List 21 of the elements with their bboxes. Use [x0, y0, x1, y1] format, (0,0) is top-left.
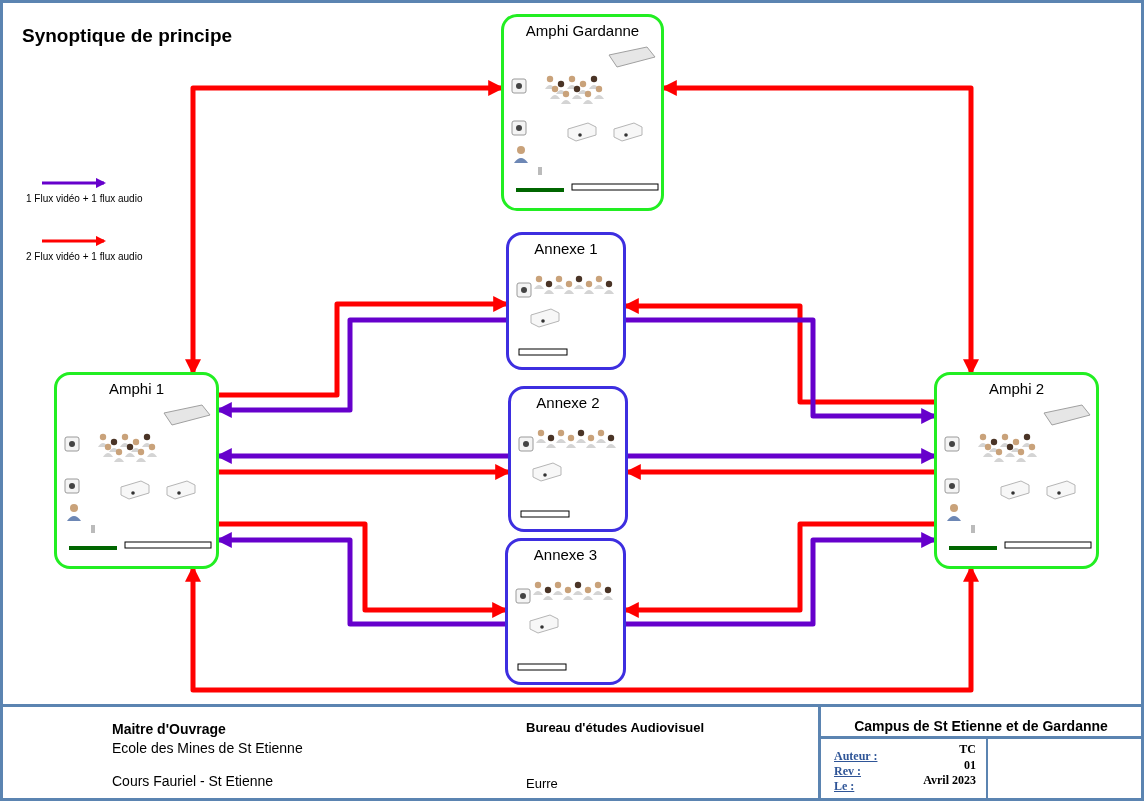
room-name: Annexe 1 [533, 240, 599, 259]
room-name: Amphi 2 [988, 380, 1045, 399]
title-block-text: Bureau d'études Audiovisuel [526, 719, 705, 737]
title-block-text: 01 [963, 757, 976, 774]
title-block-text: Avril 2023 [922, 772, 976, 789]
title-block-text: TC [958, 741, 976, 758]
title-block-text: Rev : [834, 763, 861, 780]
room-name: Annexe 3 [532, 546, 599, 565]
room-name: Amphi 1 [108, 380, 165, 399]
room-name: Annexe 2 [535, 394, 601, 413]
title-block-text: Maitre d'Ouvrage [112, 720, 226, 739]
diagram-title: Synoptique de principe [22, 24, 233, 48]
title-block-text: Campus de St Etienne et de Gardanne [853, 717, 1109, 736]
legend-text: 2 Flux vidéo + 1 flux audio [26, 250, 143, 264]
title-block-text: Eurre [526, 775, 558, 793]
title-block-text: Le : [834, 778, 855, 795]
title-block-text: Ecole des Mines de St Etienne [112, 739, 303, 758]
title-block-text: Cours Fauriel - St Etienne [112, 772, 274, 791]
legend-text: 1 Flux vidéo + 1 flux audio [26, 192, 143, 206]
title-block-text: Auteur : [834, 748, 878, 765]
room-name: Amphi Gardanne [524, 22, 641, 41]
